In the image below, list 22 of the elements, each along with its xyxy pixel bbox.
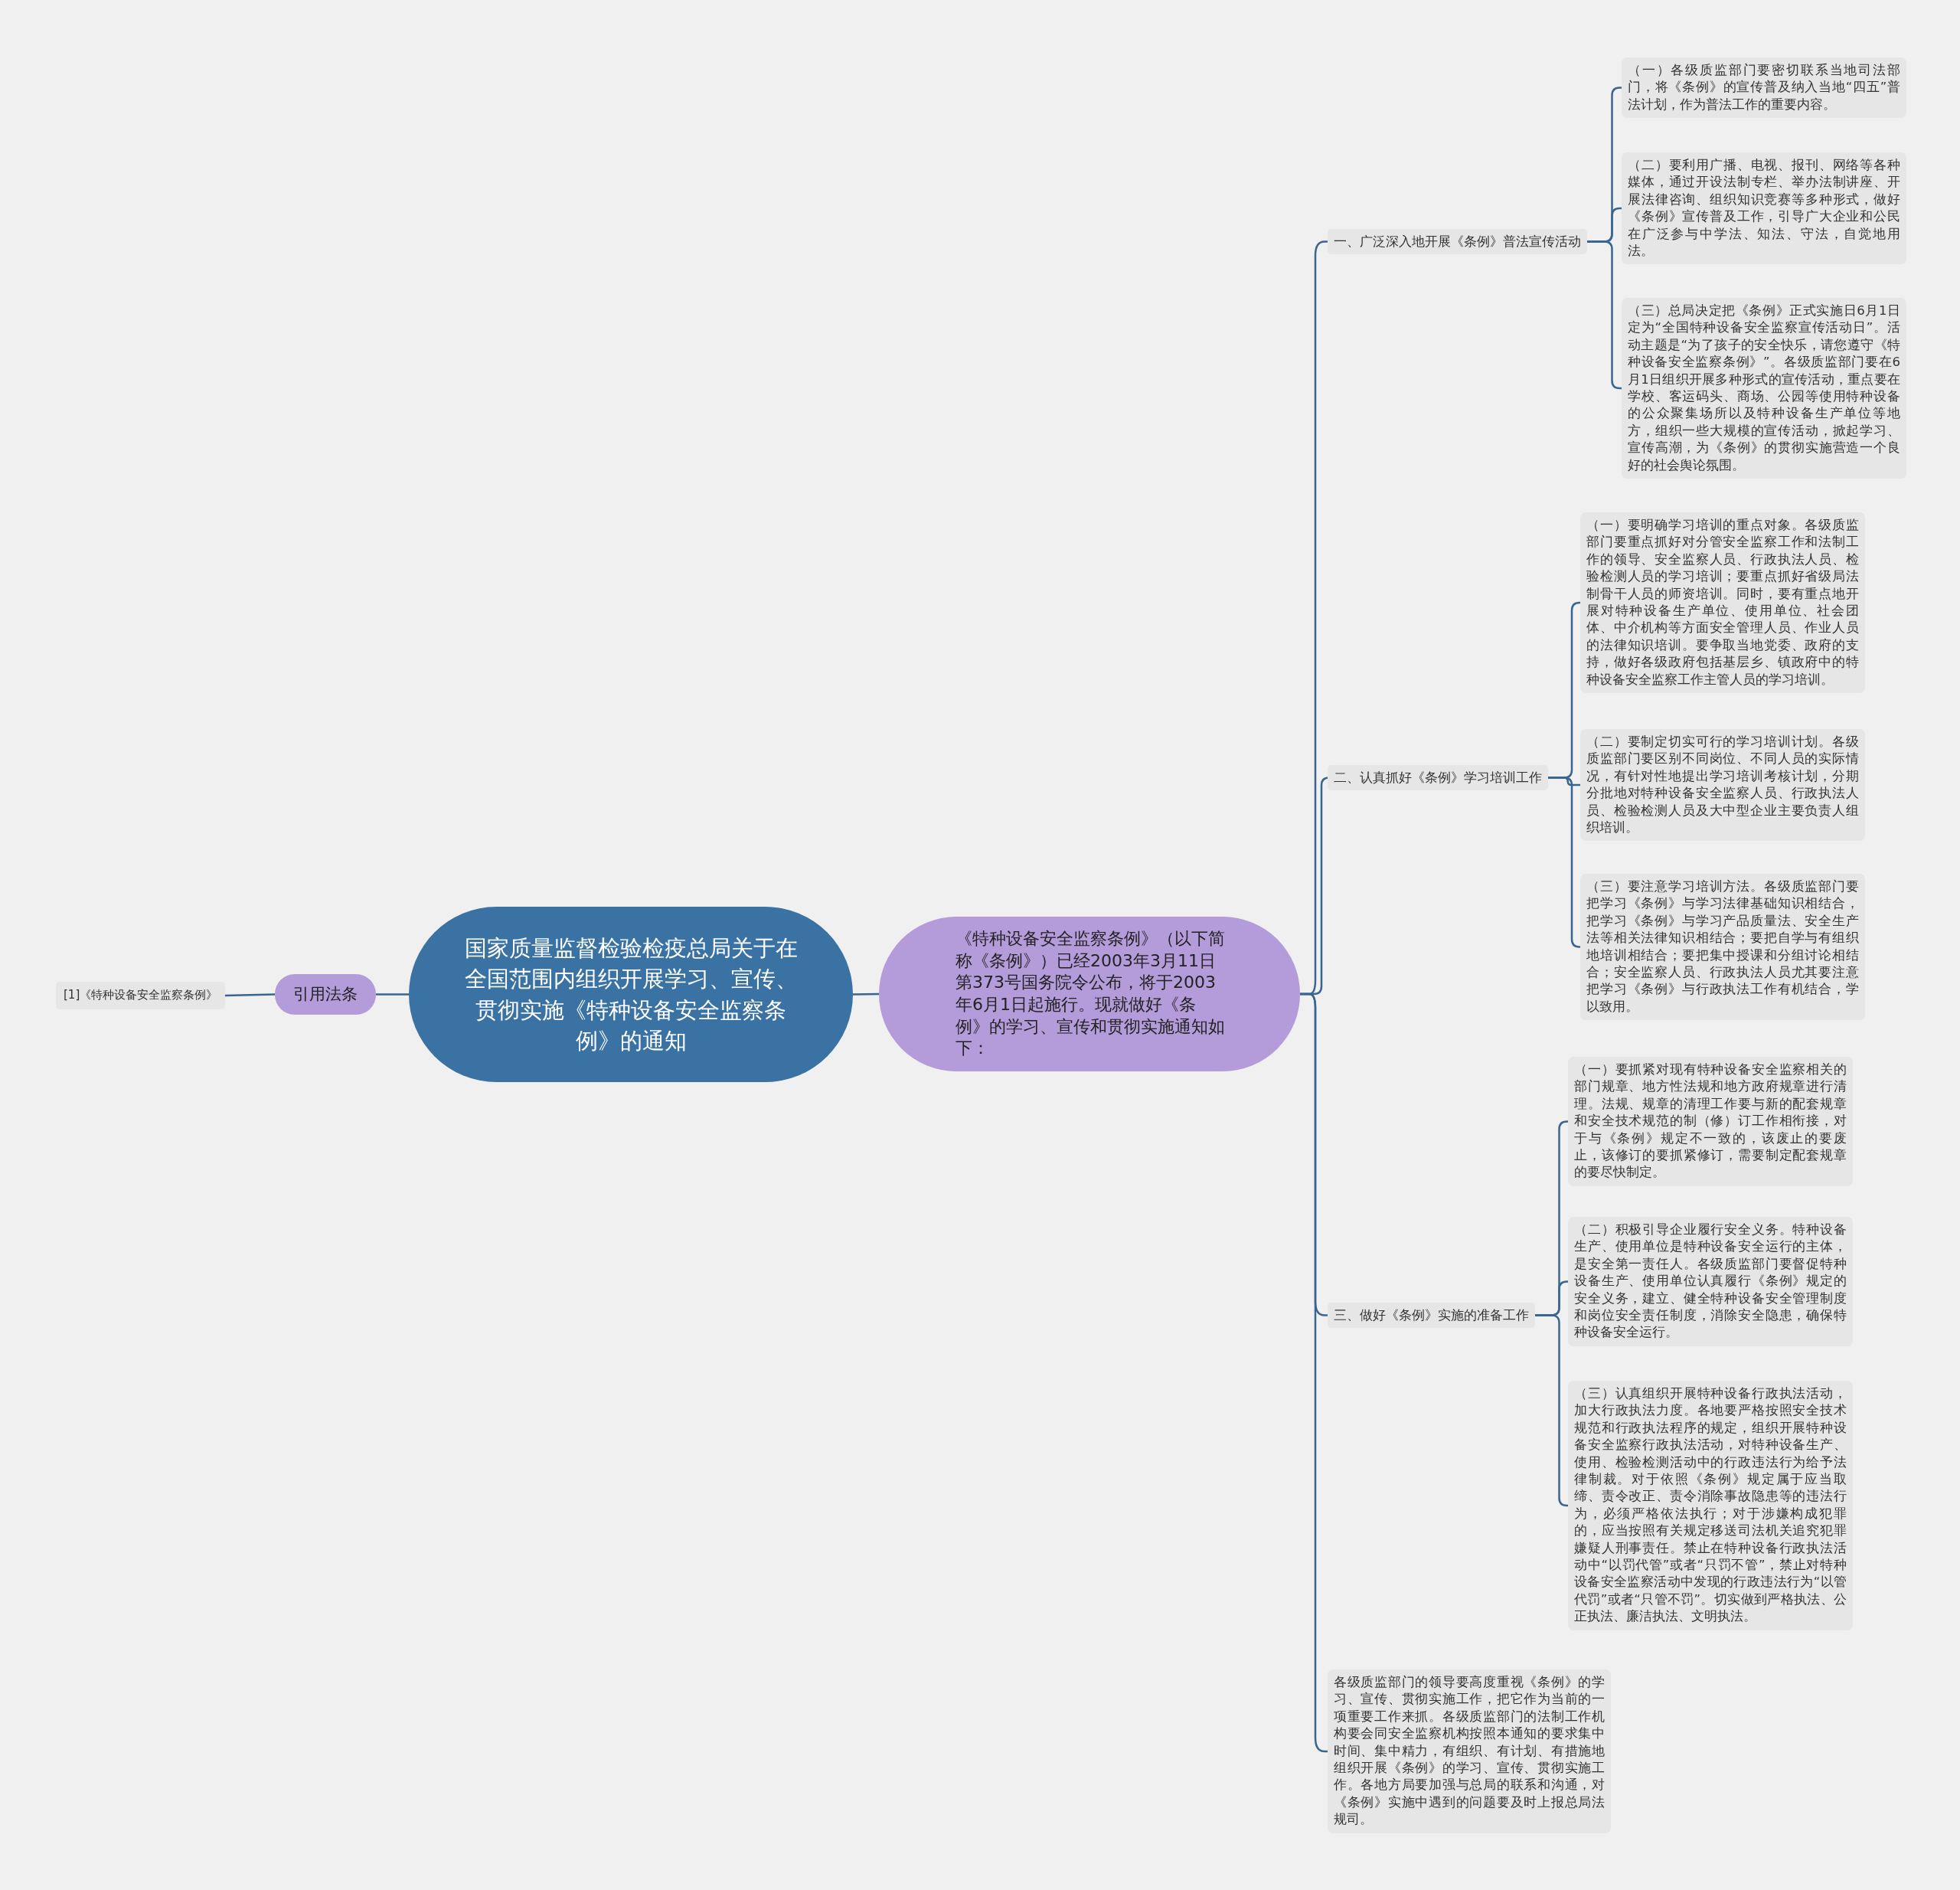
- text-card: （三）认真组织开展特种设备行政执法活动，加大行政执法力度。各地要严格按照安全技术规范和行政执法程序的规定，组织开展特种设备安全监察行政执法活动，对特种设备生产、使用、检验检测活动中的行政违法行为给予法律制裁。对于依照《条例》规定属于应当取缔、责令改正、责令消除事故隐患等的违法行为，必须严格依法执行；对于涉嫌构成犯罪的，应当按照有关规定移送司法机关追究犯罪嫌疑人刑事责任。禁止在特种设备行政执法活动中“以罚代管”或者“只罚不管”，禁止对特种设备安全监察活动中发现的行政违法行为“以管代罚”或者“只管不罚”。切实做到严格执法、公正执法、廉洁执法、文明执法。: [1568, 1381, 1853, 1630]
- connector-line: [376, 993, 409, 996]
- section-heading: 三、做好《条例》实施的准备工作: [1328, 1303, 1535, 1329]
- text-card: （一）要抓紧对现有特种设备安全监察相关的部门规章、地方性法规和地方政府规章进行清理。法规、规章的清理工作要与新的配套规章和安全技术规范的制（修）订工作相衔接，对于与《条例》规定不一致的，该废止的要废止，该修订的要抓紧修订，需要制定配套规章的要尽快制定。: [1568, 1057, 1853, 1186]
- category-pill: 引用法条: [275, 974, 376, 1015]
- connector-line: [1548, 777, 1581, 948]
- connector-line: [1587, 240, 1622, 390]
- text-card: （一）各级质监部门要密切联系当地司法部门，将《条例》的宣传普及纳入当地“四五”普法计划，作为普法工作的重要内容。: [1622, 57, 1906, 119]
- text-card: （二）积极引导企业履行安全义务。特种设备生产、使用单位是特种设备安全运行的主体，是安全第一责任人。各级质监部门要督促特种设备生产、使用单位认真履行《条例》规定的安全义务，建立、健全特种设备安全管理制度和岗位安全责任制度，消除安全隐患，确保特种设备安全运行。: [1568, 1217, 1853, 1346]
- connector-line: [224, 993, 276, 997]
- text-card: （一）要明确学习培训的重点对象。各级质监部门要重点抓好对分管安全监察工作和法制工作的领导、安全监察人员、行政执法人员、检验检测人员的学习培训；要重点抓好省级局法制骨干人员的师资培训。同时，要有重点地开展对特种设备生产单位、使用单位、社会团体、中介机构等方面安全管理人员、作业人员的法律知识培训。要争取当地党委、政府的支持，做好各级政府包括基层乡、镇政府中的特种设备安全监察工作主管人员的学习培训。: [1580, 512, 1865, 694]
- connector-line: [853, 992, 879, 996]
- text-card: 各级质监部门的领导要高度重视《条例》的学习、宣传、贯彻实施工作，把它作为当前的一项重要工作来抓。各级质监部门的法制工作机构要会同安全监察机构按照本通知的要求集中时间、集中精力，有组织、有计划、有措施地组织开展《条例》的学习、宣传、贯彻实施工作。各地方局要加强与总局的联系和沟通，对《条例》实施中遇到的问题要及时上报总局法规司。: [1328, 1669, 1611, 1833]
- section-heading: 二、认真抓好《条例》学习培训工作: [1328, 765, 1548, 791]
- section-heading: 一、广泛深入地开展《条例》普法宣传活动: [1328, 229, 1587, 255]
- connector-line: [1535, 1314, 1569, 1507]
- text-card: （二）要制定切实可行的学习培训计划。各级质监部门要区别不同岗位、不同人员的实际情况，有针对性地提出学习培训考核计划，分期分批地对特种设备安全监察人员、行政执法人员、检验检测人员及大中型企业主要负责人组织培训。: [1580, 729, 1865, 842]
- text-card: （三）要注意学习培训方法。各级质监部门要把学习《条例》与学习法律基础知识相结合，把学习《条例》与学习产品质量法、安全生产法等相关法律知识相结合；要把自学与有组织地培训相结合；要把集中授课和分组讨论相结合；安全监察人员、行政执法人员尤其要注意把学习《条例》与行政执法工作有机结合，学以致用。: [1580, 874, 1865, 1021]
- text-card: （三）总局决定把《条例》正式实施日6月1日定为“全国特种设备安全监察宣传活动日”。活动主题是“为了孩子的安全快乐，请您遵守《特种设备安全监察条例》”。各级质监部门要在6月1日组织开展多种形式的宣传活动，重点要在学校、客运码头、商场、公园等使用特种设备的公众聚集场所以及特种设备生产单位等地方，组织一些大规模的宣传活动，掀起学习、宣传高潮，为《条例》的贯彻实施营造一个良好的社会舆论氛围。: [1622, 298, 1906, 479]
- connector-line: [1300, 992, 1328, 1753]
- reference-label: [1]《特种设备安全监察条例》: [56, 982, 226, 1009]
- text-card: （二）要利用广播、电视、报刊、网络等各种媒体，通过开设法制专栏、举办法制讲座、开展法律咨询、组织知识竞赛等多种形式，做好《条例》宣传普及工作，引导广大企业和公民在广泛参与中学法、知法、守法，自觉地用法。: [1622, 152, 1906, 265]
